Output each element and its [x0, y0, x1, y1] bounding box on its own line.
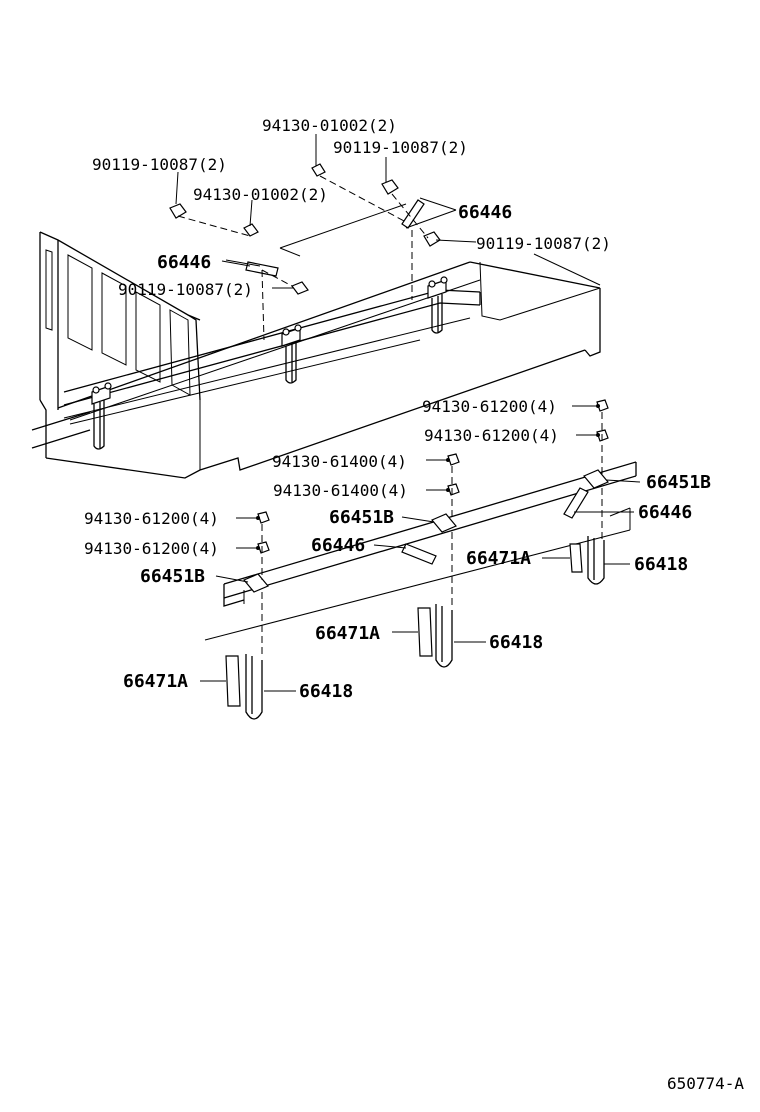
label-94130-61400-b: 94130-61400(4) — [273, 481, 408, 500]
label-66471A-right: 66471A — [466, 548, 531, 569]
label-66418-right: 66418 — [634, 554, 688, 575]
ubolt-set-middle — [417, 604, 453, 668]
part-labels: 94130-01002(2) 90119-10087(2) 90119-1008… — [84, 116, 744, 1093]
label-90119-10087-upper-left: 90119-10087(2) — [92, 155, 227, 174]
label-94130-61400-a: 94130-61400(4) — [272, 452, 407, 471]
label-94130-01002-upper: 94130-01002(2) — [193, 185, 328, 204]
diagram-code: 650774-A — [667, 1074, 744, 1093]
label-66418-middle: 66418 — [489, 632, 543, 653]
ubolt-clamp-front — [427, 276, 448, 334]
label-90119-10087-upper-right: 90119-10087(2) — [333, 138, 468, 157]
leader-lines — [175, 134, 641, 692]
lower-exploded-frame — [204, 399, 637, 720]
label-94130-61200-d: 94130-61200(4) — [84, 539, 219, 558]
top-hardware — [169, 163, 441, 295]
label-66471A-middle: 66471A — [315, 623, 380, 644]
label-94130-61200-b: 94130-61200(4) — [424, 426, 559, 445]
label-66451B-left: 66451B — [140, 566, 205, 587]
label-66446-right: 66446 — [638, 502, 692, 523]
label-90119-10087-lower: 90119-10087(2) — [118, 280, 253, 299]
ubolt-set-left — [225, 654, 263, 720]
label-90119-10087-right: 90119-10087(2) — [476, 234, 611, 253]
label-66451B-right: 66451B — [646, 472, 711, 493]
label-94130-61200-a: 94130-61200(4) — [422, 397, 557, 416]
label-66418-left: 66418 — [299, 681, 353, 702]
ubolt-clamp-middle — [281, 324, 302, 384]
ubolt-clamp-rear — [91, 382, 112, 450]
ubolt-set-right — [569, 536, 605, 585]
label-94130-01002-top: 94130-01002(2) — [262, 116, 397, 135]
label-66451B-middle: 66451B — [329, 507, 394, 528]
label-66446-upper: 66446 — [458, 202, 512, 223]
label-66446-left: 66446 — [157, 252, 211, 273]
truck-bed-drawing — [31, 231, 601, 479]
label-94130-61200-c: 94130-61200(4) — [84, 509, 219, 528]
label-66471A-left: 66471A — [123, 671, 188, 692]
label-66446-middle: 66446 — [311, 535, 365, 556]
